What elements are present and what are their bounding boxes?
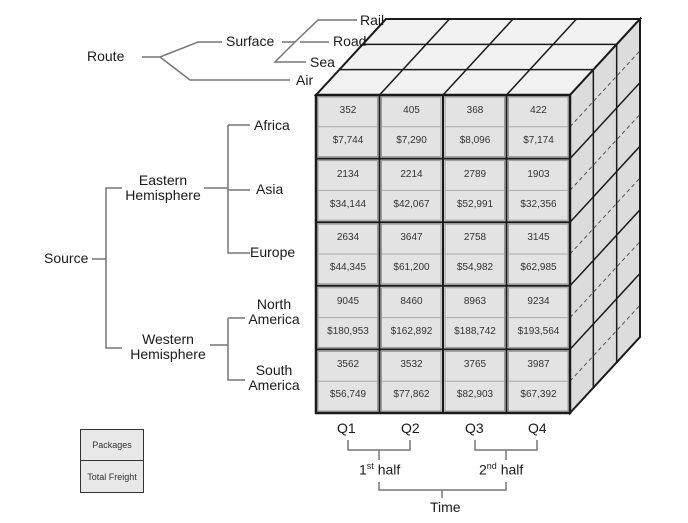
cube-front-face [314,93,572,415]
quarter-q1-label: Q1 [337,420,356,436]
legend-box: Packages Total Freight [80,429,144,493]
cell-packages-value: 1903 [527,168,550,180]
time-connectors [347,440,538,498]
cell-freight-value: $61,200 [393,262,430,274]
side-dashed-line [569,241,641,318]
cell-freight-value: $54,982 [456,262,494,274]
eastern-hemisphere-label: Eastern Hemisphere [125,172,201,204]
cell-freight-value: $62,985 [520,262,557,274]
first-half-label: 1st half [359,461,401,478]
cell-freight-value: $82,903 [456,389,494,401]
side-dashed-line [569,114,641,191]
cell-freight-value: $42,067 [393,198,430,210]
cell-packages-value: 2134 [336,168,360,180]
cell-freight-value: $8,096 [459,135,491,146]
route-connectors [142,19,357,81]
cell-freight-value: $7,744 [332,135,364,146]
cell-freight-value: $67,392 [520,389,557,401]
side-grid-line [569,145,641,223]
cell-packages-value: 9045 [336,295,360,307]
route-air-label: Air [296,72,314,88]
cell-packages-value: 405 [403,105,420,116]
quarter-q2-label: Q2 [401,420,420,436]
source-connectors [92,124,250,381]
cell-freight-value: $56,749 [329,389,367,401]
side-dashed-line [569,177,641,255]
side-grid-line [569,209,641,287]
legend-packages-label: Packages [81,430,143,461]
cell-packages-value: 3532 [400,359,423,371]
source-label: Source [44,250,89,266]
cell-freight-value: $52,991 [456,198,494,210]
time-label: Time [430,499,461,515]
cell-packages-value: 2789 [463,168,487,180]
side-dashed-line [569,50,641,128]
region-asia-label: Asia [256,181,284,197]
top-grid-line [505,18,578,96]
cell-freight-value: $32,356 [520,198,557,210]
quarter-q4-label: Q4 [528,420,547,436]
quarter-q3-label: Q3 [465,420,484,436]
route-sea-label: Sea [310,54,335,70]
cell-packages-value: 3145 [527,232,550,244]
side-grid-line [569,272,641,350]
cell-packages-value: 368 [466,105,484,116]
route-road-label: Road [333,33,367,49]
cell-packages-value: 9234 [527,295,550,307]
cell-freight-value: $180,953 [327,325,369,337]
cell-freight-value: $188,742 [454,325,496,337]
cell-packages-value: 2214 [400,168,423,180]
region-europe-label: Europe [250,244,296,260]
cell-packages-value: 352 [339,105,357,116]
cell-packages-value: 2758 [463,232,487,244]
cell-packages-value: 3647 [400,232,423,244]
cell-packages-value: 3765 [463,359,487,371]
western-hemisphere-label: Western Hemisphere [130,331,206,363]
cell-packages-value: 422 [530,105,547,116]
route-rail-label: Rail [360,12,385,28]
route-surface-label: Surface [226,33,275,49]
cell-packages-value: 8460 [400,295,423,307]
cell-freight-value: $193,564 [517,325,560,337]
cell-freight-value: $7,174 [523,135,554,146]
cell-packages-value: 2634 [336,232,360,244]
region-africa-label: Africa [254,117,290,133]
second-half-label: 2nd half [479,461,524,478]
side-dashed-line [569,304,641,382]
cell-packages-value: 8963 [463,295,487,307]
cell-freight-value: $44,345 [329,262,367,274]
top-grid-line [442,18,514,96]
top-grid-line [378,18,451,96]
region-north-america-label: North America [248,296,300,328]
cell-packages-value: 3987 [527,359,550,371]
legend-total-freight-label: Total Freight [87,471,137,482]
cell-packages-value: 3562 [336,359,360,371]
side-grid-line [569,82,641,160]
cell-freight-value: $34,144 [329,198,367,210]
cell-freight-value: $77,862 [393,389,430,401]
cell-freight-value: $162,892 [390,325,433,337]
region-south-america-label: South America [248,362,300,394]
route-label: Route [87,48,125,64]
cell-freight-value: $7,290 [396,135,427,146]
